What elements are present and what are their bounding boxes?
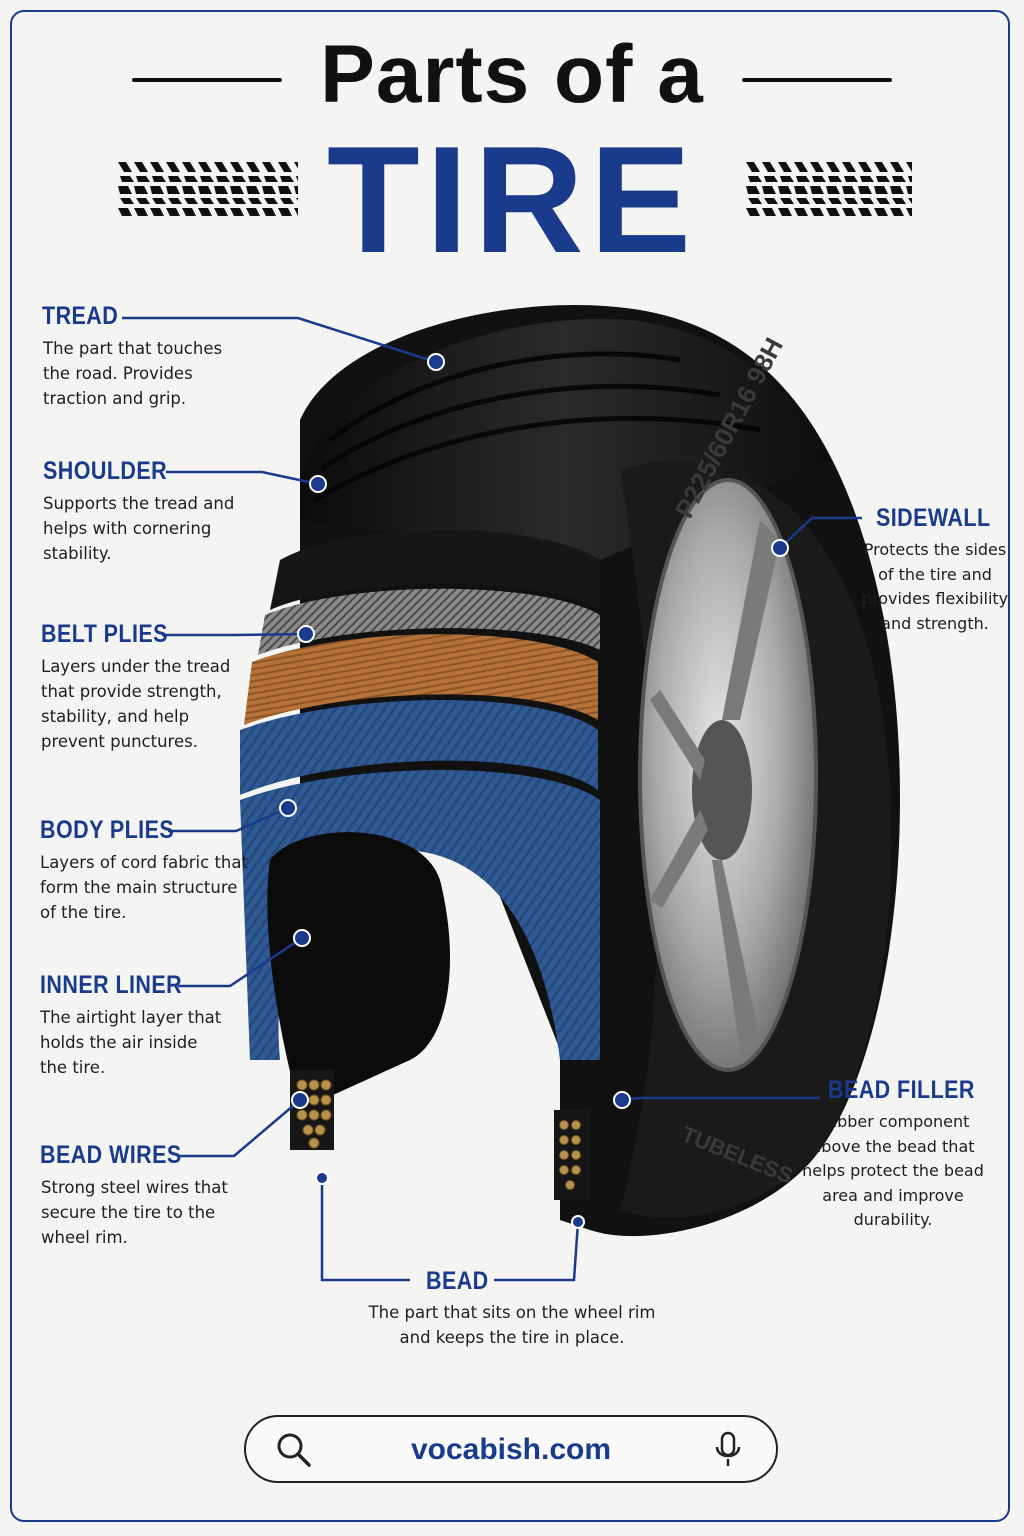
body-plies-label: BODY PLIES <box>40 816 175 844</box>
belt-plies-marker <box>297 625 315 643</box>
page-frame <box>10 10 1010 1522</box>
bead-wire-bundle-right <box>554 1110 590 1200</box>
bead-filler-label: BEAD FILLER <box>828 1076 975 1104</box>
inner-liner-marker <box>293 929 311 947</box>
bead-marker-right <box>571 1215 585 1229</box>
inner-liner-label: INNER LINER <box>40 971 183 999</box>
bead-wires-label: BEAD WIRES <box>40 1141 182 1169</box>
search-bar[interactable]: vocabish.com <box>244 1415 778 1483</box>
bead-wires-marker <box>291 1091 309 1109</box>
microphone-icon[interactable] <box>714 1431 742 1469</box>
shoulder-label: SHOULDER <box>43 457 168 485</box>
title-left-line <box>132 78 282 82</box>
tread-pattern-left-icon <box>118 160 298 224</box>
belt-plies-label: BELT PLIES <box>41 620 168 648</box>
bead-wire-bundle-left <box>290 1070 334 1150</box>
belt-copper-layer <box>244 634 598 725</box>
shoulder-leader <box>166 470 319 486</box>
body-plies-layer <box>240 700 598 795</box>
bead-leader-right <box>494 1221 580 1282</box>
wheel-hub <box>692 720 752 860</box>
bead-label: BEAD <box>426 1267 489 1295</box>
tread-pattern-right-icon <box>746 160 912 224</box>
sidewall-leader <box>779 516 862 549</box>
shoulder-marker <box>309 475 327 493</box>
tread-label: TREAD <box>42 302 119 330</box>
body-plies-marker <box>279 799 297 817</box>
inner-liner-leader <box>178 936 303 988</box>
search-bar-text[interactable]: vocabish.com <box>410 1433 612 1466</box>
title-line-1: Parts of a <box>320 29 704 120</box>
title-right-line <box>742 78 892 82</box>
tread-leader <box>122 316 437 364</box>
belt-plies-leader <box>162 632 307 637</box>
shoulder-layer <box>270 530 600 610</box>
bead-filler-marker <box>613 1091 631 1109</box>
bead-leader-left <box>320 1178 410 1282</box>
tread-marker <box>427 353 445 371</box>
body-plies-leader <box>168 806 289 833</box>
bead-marker-left <box>315 1171 329 1185</box>
title-line-2: TIRE <box>326 115 698 285</box>
search-icon[interactable] <box>276 1432 312 1468</box>
bead-wires-leader <box>178 1099 301 1158</box>
sidewall-marker <box>771 539 789 557</box>
belt-plies-layer <box>258 588 600 655</box>
inner-liner-cavity <box>267 832 450 1110</box>
sidewall-label: SIDEWALL <box>876 504 991 532</box>
